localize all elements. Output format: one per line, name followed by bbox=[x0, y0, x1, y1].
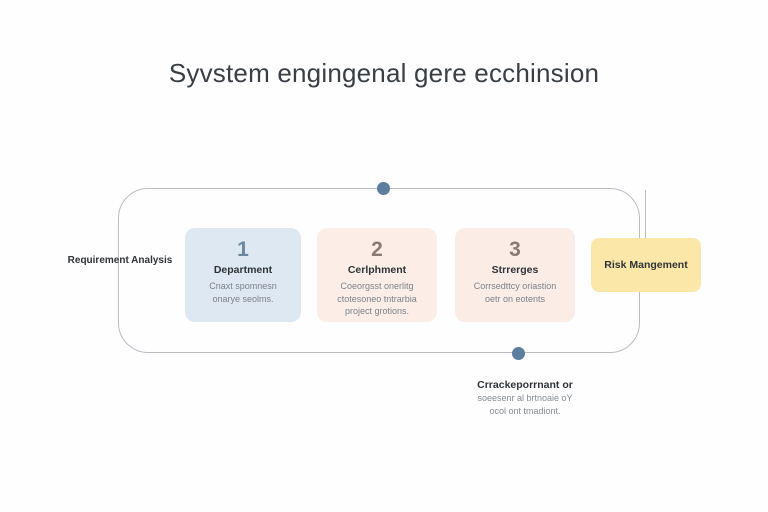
risk-management-label: Risk Mangement bbox=[604, 259, 688, 271]
connector-dot-bottom bbox=[512, 347, 525, 360]
step-title-3: Strrerges bbox=[491, 264, 539, 276]
risk-management-node[interactable]: Risk Mangement bbox=[591, 238, 701, 292]
step-body-line: ctotesoneo tntrarbia bbox=[337, 293, 417, 304]
bottom-caption: Crrackeporrnant or soeesenr al brtnoaie … bbox=[435, 378, 615, 417]
branch-connector-line bbox=[645, 190, 646, 238]
step-body-line: oetr on eotents bbox=[484, 293, 546, 304]
step-body-line: onarye seolms. bbox=[212, 293, 274, 304]
step-card-3[interactable]: 3 Strrerges Corrsedttcy oriastion oetr o… bbox=[455, 228, 575, 322]
step-body-line: Corrsedttcy oriastion bbox=[473, 281, 557, 291]
step-body-line: project grotions. bbox=[344, 306, 410, 316]
step-body-line: Coeorgsst onerlitg bbox=[340, 281, 414, 291]
step-number-1: 1 bbox=[237, 238, 249, 261]
bottom-caption-line: soeesenr al brtnoaie oY bbox=[477, 393, 573, 403]
step-number-3: 3 bbox=[509, 238, 521, 261]
step-body-1: Cnaxt spomnesn onarye seolms. bbox=[185, 280, 301, 305]
step-card-2[interactable]: 2 Cerlphment Coeorgsst onerlitg ctoteson… bbox=[317, 228, 437, 322]
step-title-2: Cerlphment bbox=[347, 264, 407, 276]
bottom-caption-line: ocol ont tmadiont. bbox=[489, 405, 561, 416]
step-card-1[interactable]: 1 Department Cnaxt spomnesn onarye seolm… bbox=[185, 228, 301, 322]
page-title: Syvstem engingenal gere ecchinsion bbox=[168, 58, 600, 88]
connector-dot-top bbox=[377, 182, 390, 195]
step-body-line: Cnaxt spomnesn bbox=[209, 281, 277, 291]
step-body-2: Coeorgsst onerlitg ctotesoneo tntrarbia … bbox=[317, 280, 437, 318]
step-number-2: 2 bbox=[371, 238, 383, 261]
bottom-caption-title: Crrackeporrnant or bbox=[477, 379, 573, 391]
step-title-1: Department bbox=[213, 264, 273, 276]
step-body-3: Corrsedttcy oriastion oetr on eotents bbox=[455, 280, 575, 305]
requirement-analysis-label: Requirement Analysis bbox=[67, 255, 173, 266]
